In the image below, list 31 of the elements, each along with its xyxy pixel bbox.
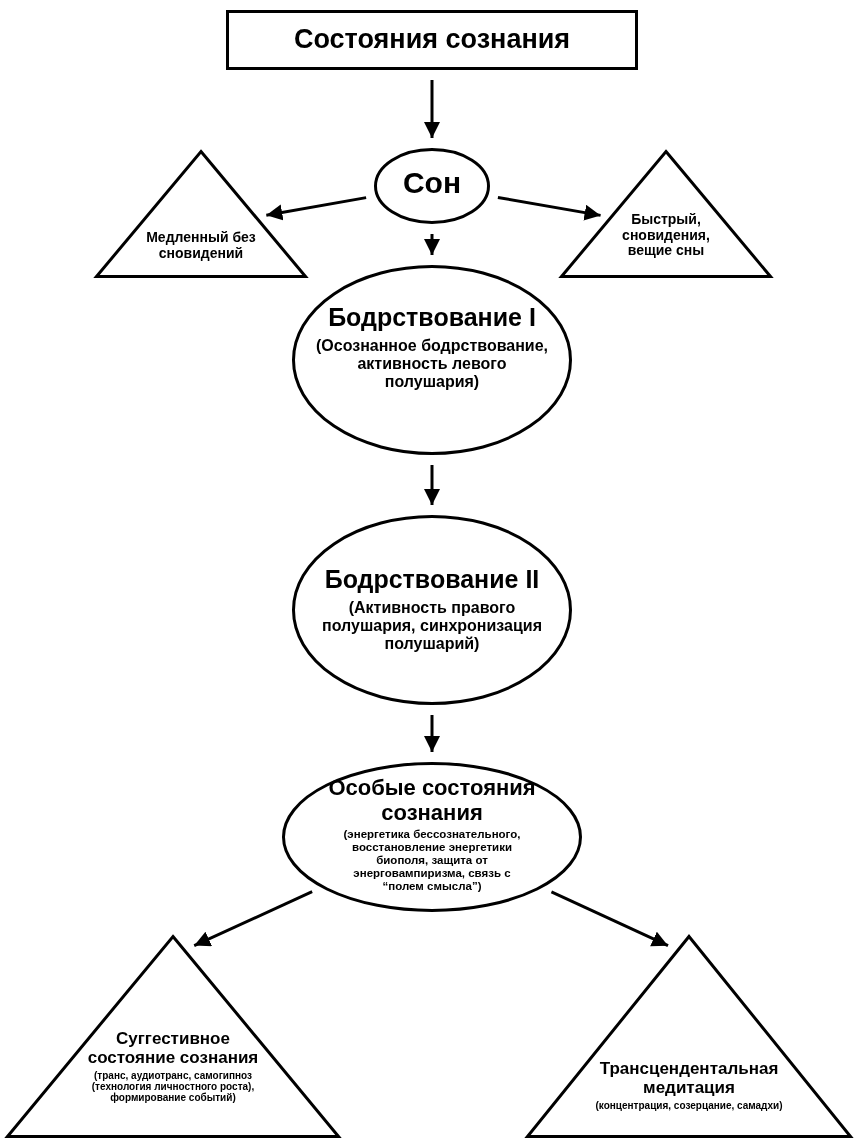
arrow xyxy=(424,715,440,752)
state-triangle xyxy=(6,935,340,1138)
state-description: (транс, аудиотранс, самогипноз (технология личностного роста), формирование событий) xyxy=(90,1069,256,1104)
state-title: Состояния сознания xyxy=(292,24,572,55)
state-title: Быстрый, сновидения, вещие сны xyxy=(621,212,711,259)
state-title: Трансцендентальная медитация xyxy=(598,1059,780,1098)
arrow xyxy=(193,890,313,947)
arrow xyxy=(266,196,367,221)
arrow xyxy=(497,196,601,221)
state-triangle xyxy=(560,150,772,278)
state-title: Медленный без сновидений xyxy=(145,230,257,262)
state-ellipse xyxy=(282,762,582,912)
state-title: Сон xyxy=(401,166,463,200)
state-title: Бодрствование I xyxy=(327,303,537,331)
arrow xyxy=(550,890,669,947)
state-title: Суггестивное состояние сознания xyxy=(86,1029,260,1068)
title-box xyxy=(226,10,638,70)
state-description: (Активность правого полушария, синхронизация полушарий) xyxy=(321,598,543,653)
state-ellipse xyxy=(292,515,572,705)
state-description: (энергетика бессознательного, восстановление энергетики биополя, защита от энерговампиризма, связь с “полем смысла”) xyxy=(342,827,522,893)
state-ellipse xyxy=(292,265,572,455)
arrow xyxy=(424,465,440,505)
state-triangle xyxy=(526,935,852,1138)
state-description: (Осознанное бодрствование, активность левого полушария) xyxy=(314,336,550,391)
arrow xyxy=(424,234,440,255)
state-title: Особые состояния сознания xyxy=(327,776,537,826)
state-ellipse xyxy=(374,148,490,224)
state-triangle xyxy=(95,150,307,278)
state-description: (концентрация, созерцание, самадхи) xyxy=(594,1099,784,1112)
state-title: Бодрствование II xyxy=(323,565,541,593)
arrow xyxy=(424,80,440,138)
